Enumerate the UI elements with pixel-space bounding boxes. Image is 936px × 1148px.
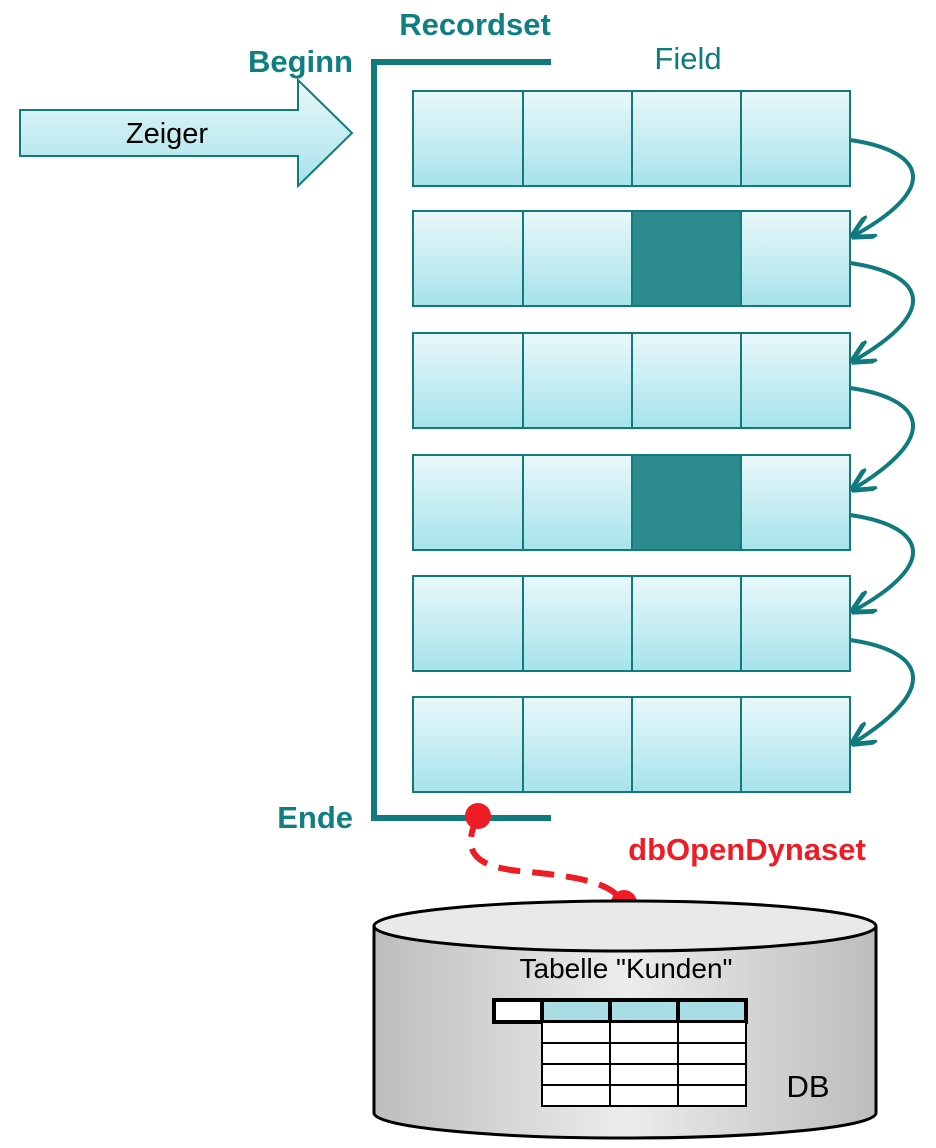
record-row [412,90,851,187]
record-row [412,696,851,793]
record-field [412,332,524,429]
kunden-table [492,998,748,1107]
kunden-cell [541,1021,611,1044]
record-row [412,575,851,672]
kunden-cell [609,1063,679,1086]
move-next-arrows [850,138,915,742]
record-field [740,575,851,672]
kunden-header-cell [492,998,544,1024]
connection-label: dbOpenDynaset [628,832,866,867]
kunden-cell [541,1042,611,1065]
kunden-table-header [492,998,748,1024]
next-record-arrow [850,386,915,488]
table-title: Tabelle "Kunden" [520,953,733,984]
kunden-cell [609,1084,679,1107]
record-field [522,696,633,793]
pointer-arrow-shape [19,77,354,189]
kunden-table-row [541,1084,747,1107]
pointer-label: Zeiger [126,118,209,150]
record-field [740,454,851,551]
record-field [412,210,524,307]
kunden-cell [677,1063,747,1086]
next-record-arrow [850,261,915,360]
next-record-arrow [850,513,915,610]
beginn-label: Beginn [248,44,353,79]
next-record-arrow [850,138,915,235]
record-row [412,454,851,551]
next-record-arrow [850,638,915,742]
record-field-selected [631,210,742,307]
record-field [412,696,524,793]
record-row [412,210,851,307]
record-field [631,696,742,793]
kunden-cell [609,1042,679,1065]
record-field [522,332,633,429]
record-field [412,575,524,672]
record-field [740,90,851,187]
record-field [631,575,742,672]
record-row [412,332,851,429]
recordset-bracket [371,59,551,821]
bracket-line [371,59,551,821]
record-field [740,332,851,429]
cylinder-top [372,899,878,953]
record-field [412,454,524,551]
record-rows [412,90,851,793]
kunden-table-row [541,1021,747,1044]
pointer-arrow: Zeiger [19,77,354,189]
record-field [522,575,633,672]
record-field [522,454,633,551]
record-field [740,696,851,793]
kunden-table-row [541,1042,747,1065]
record-field [631,332,742,429]
kunden-cell [677,1084,747,1107]
kunden-cell [541,1063,611,1086]
record-field [631,90,742,187]
kunden-cell [541,1084,611,1107]
database-cylinder: Tabelle "Kunden" DB [372,899,878,1140]
db-label: DB [786,1069,829,1104]
kunden-cell [677,1042,747,1065]
record-field [522,210,633,307]
record-field [522,90,633,187]
field-label: Field [654,41,721,76]
kunden-header-cell [676,998,748,1024]
recordset-title: Recordset [399,7,551,42]
kunden-cell [677,1021,747,1044]
kunden-header-cell [608,998,680,1024]
record-field [740,210,851,307]
connection-dot-recordset [465,803,491,829]
ende-label: Ende [277,800,353,835]
record-field-selected [631,454,742,551]
kunden-table-row [541,1063,747,1086]
kunden-header-cell [540,998,612,1024]
kunden-cell [609,1021,679,1044]
record-field [412,90,524,187]
connection-dashed-line [467,814,627,905]
